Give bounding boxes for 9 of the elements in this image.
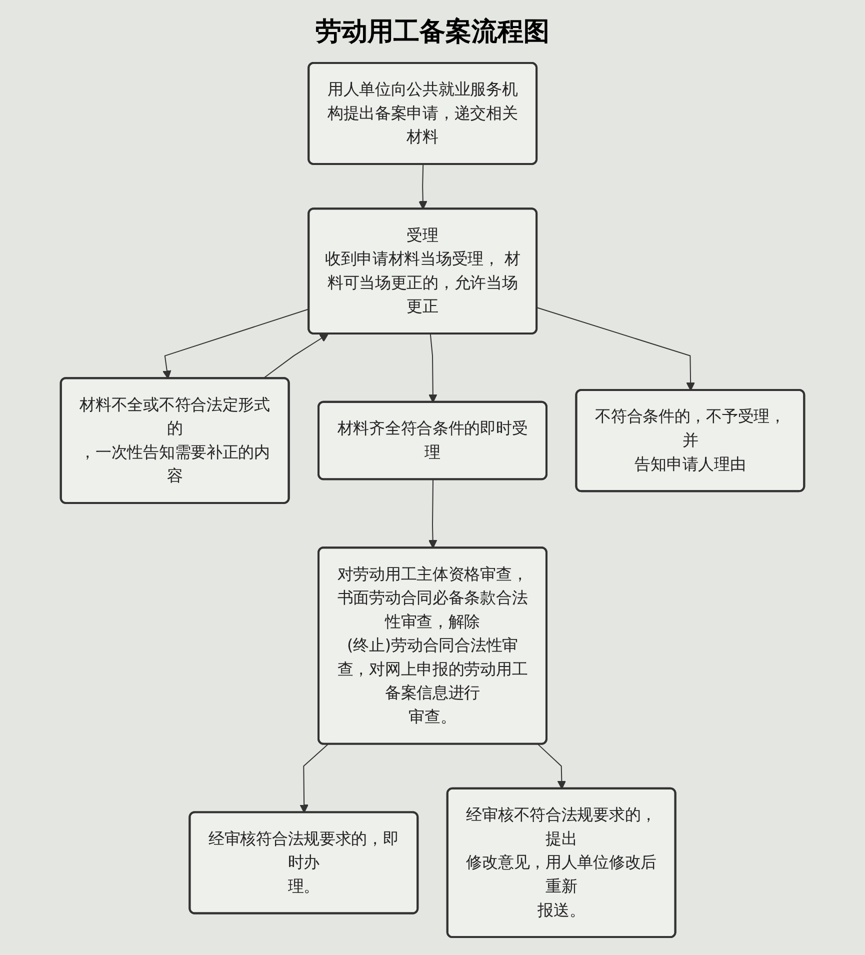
arrow (428, 479, 438, 548)
arrow (300, 744, 328, 814)
arrow (418, 164, 428, 210)
arrow (537, 744, 566, 790)
arrow (428, 334, 438, 403)
arrow (262, 334, 329, 380)
diagram-title: 劳动用工备案流程图 (314, 16, 550, 49)
arrow (536, 307, 695, 391)
arrow (162, 308, 310, 379)
